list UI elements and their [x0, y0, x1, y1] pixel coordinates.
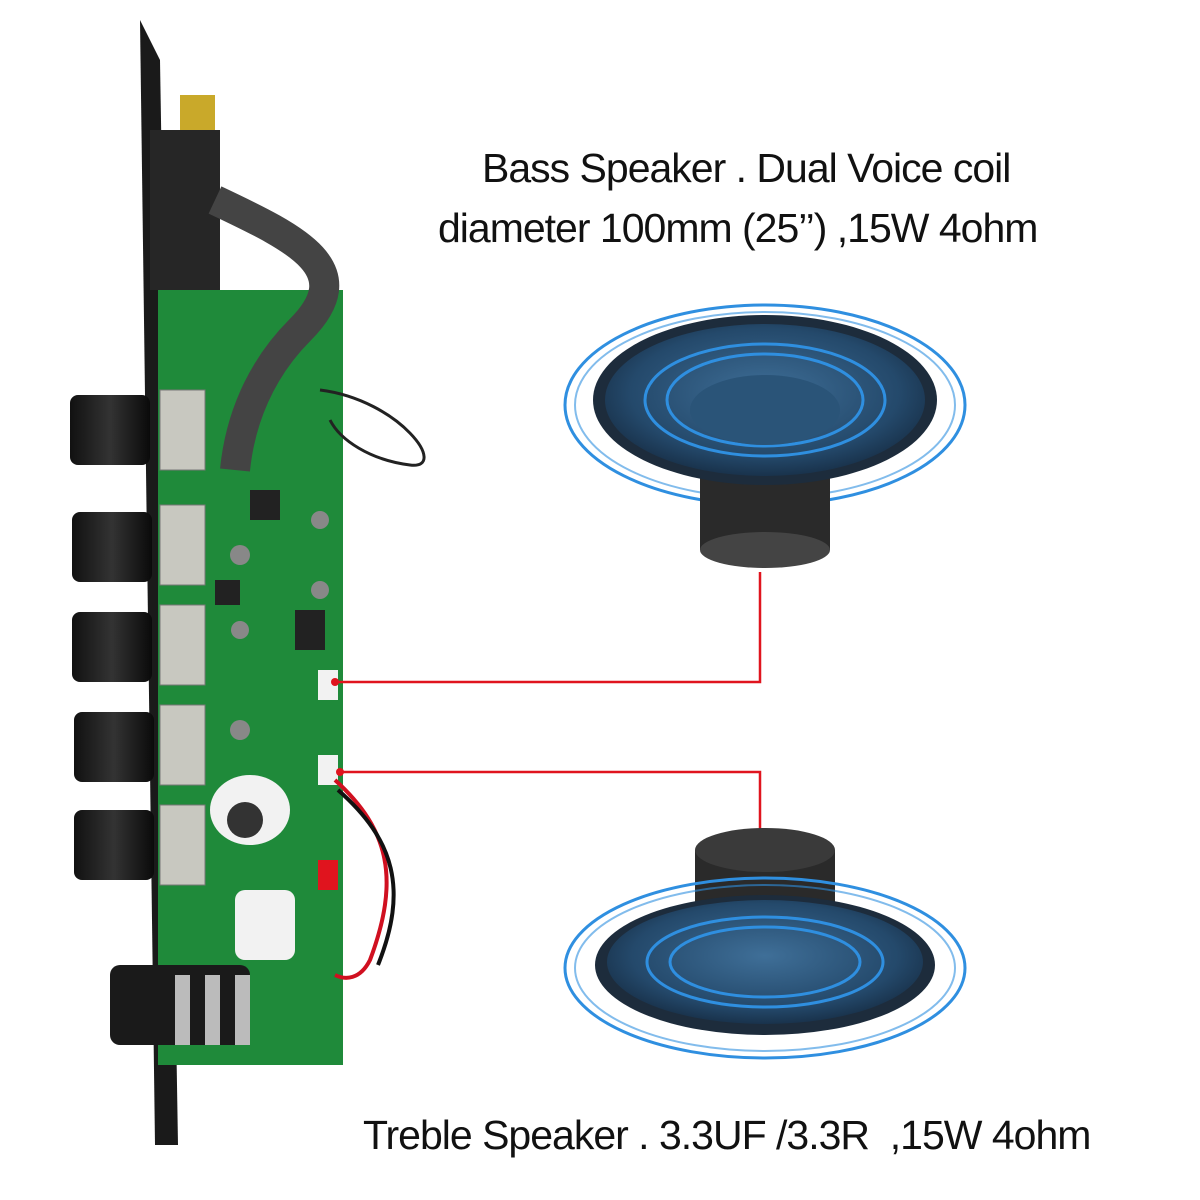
- bass-speaker-image: [563, 303, 967, 568]
- treble-connector-line: [340, 770, 762, 832]
- bass-speaker-caption-line2: diameter 100mm (25’’) ,15W 4ohm: [438, 205, 1038, 251]
- knob: [74, 712, 154, 782]
- bass-connector-line: [335, 572, 762, 684]
- treble-speaker-caption: Treble Speaker . 3.3UF /3.3R ,15W 4ohm: [363, 1112, 1091, 1158]
- knob: [70, 395, 150, 465]
- bass-speaker-caption-line1: Bass Speaker . Dual Voice coil: [482, 145, 1011, 191]
- knob: [72, 512, 152, 582]
- knobs: [70, 395, 154, 880]
- treble-speaker-image: [563, 828, 967, 1060]
- knob: [72, 612, 152, 682]
- bass-connector: [318, 670, 338, 700]
- treble-connector: [318, 755, 338, 785]
- knob: [74, 810, 154, 880]
